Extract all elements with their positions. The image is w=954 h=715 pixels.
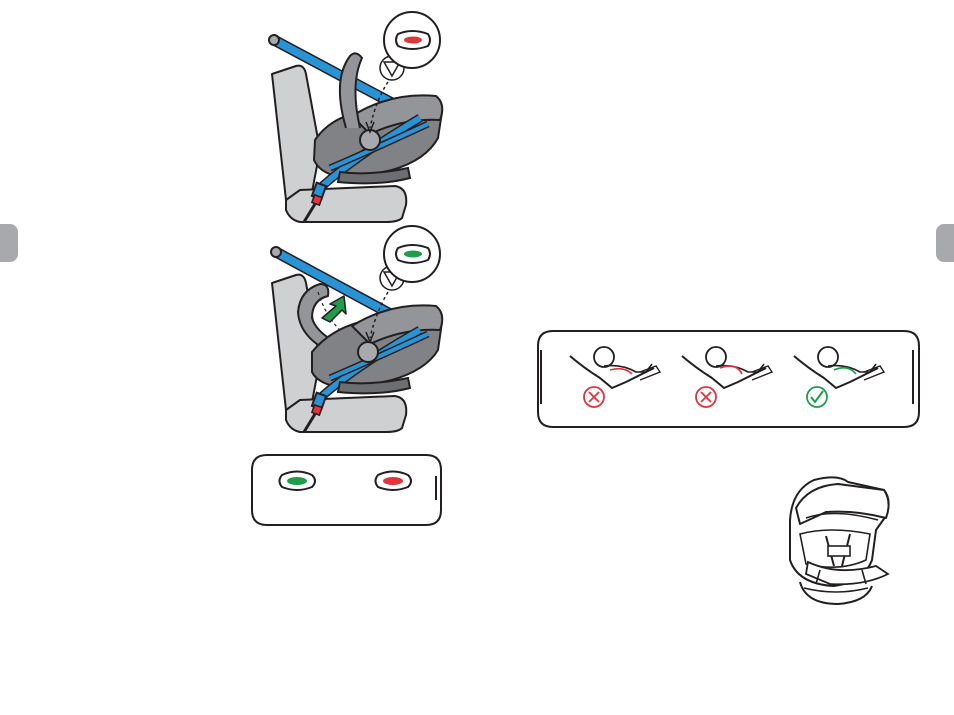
check-icon [806, 386, 828, 408]
recline-example-3 [793, 346, 886, 408]
recline-example-1 [569, 346, 662, 408]
belt-tension-indicator-incorrect [404, 36, 422, 44]
belt-tension-indicator-correct [404, 250, 422, 258]
left-page-tab [0, 224, 18, 262]
push-direction-arrow [321, 295, 347, 323]
legend-indicator-incorrect [374, 470, 412, 491]
recline-example-2 [681, 346, 774, 408]
cross-icon [695, 386, 717, 408]
cross-icon [583, 386, 605, 408]
legend-indicator-correct [278, 470, 316, 491]
right-page-tab [936, 224, 954, 262]
